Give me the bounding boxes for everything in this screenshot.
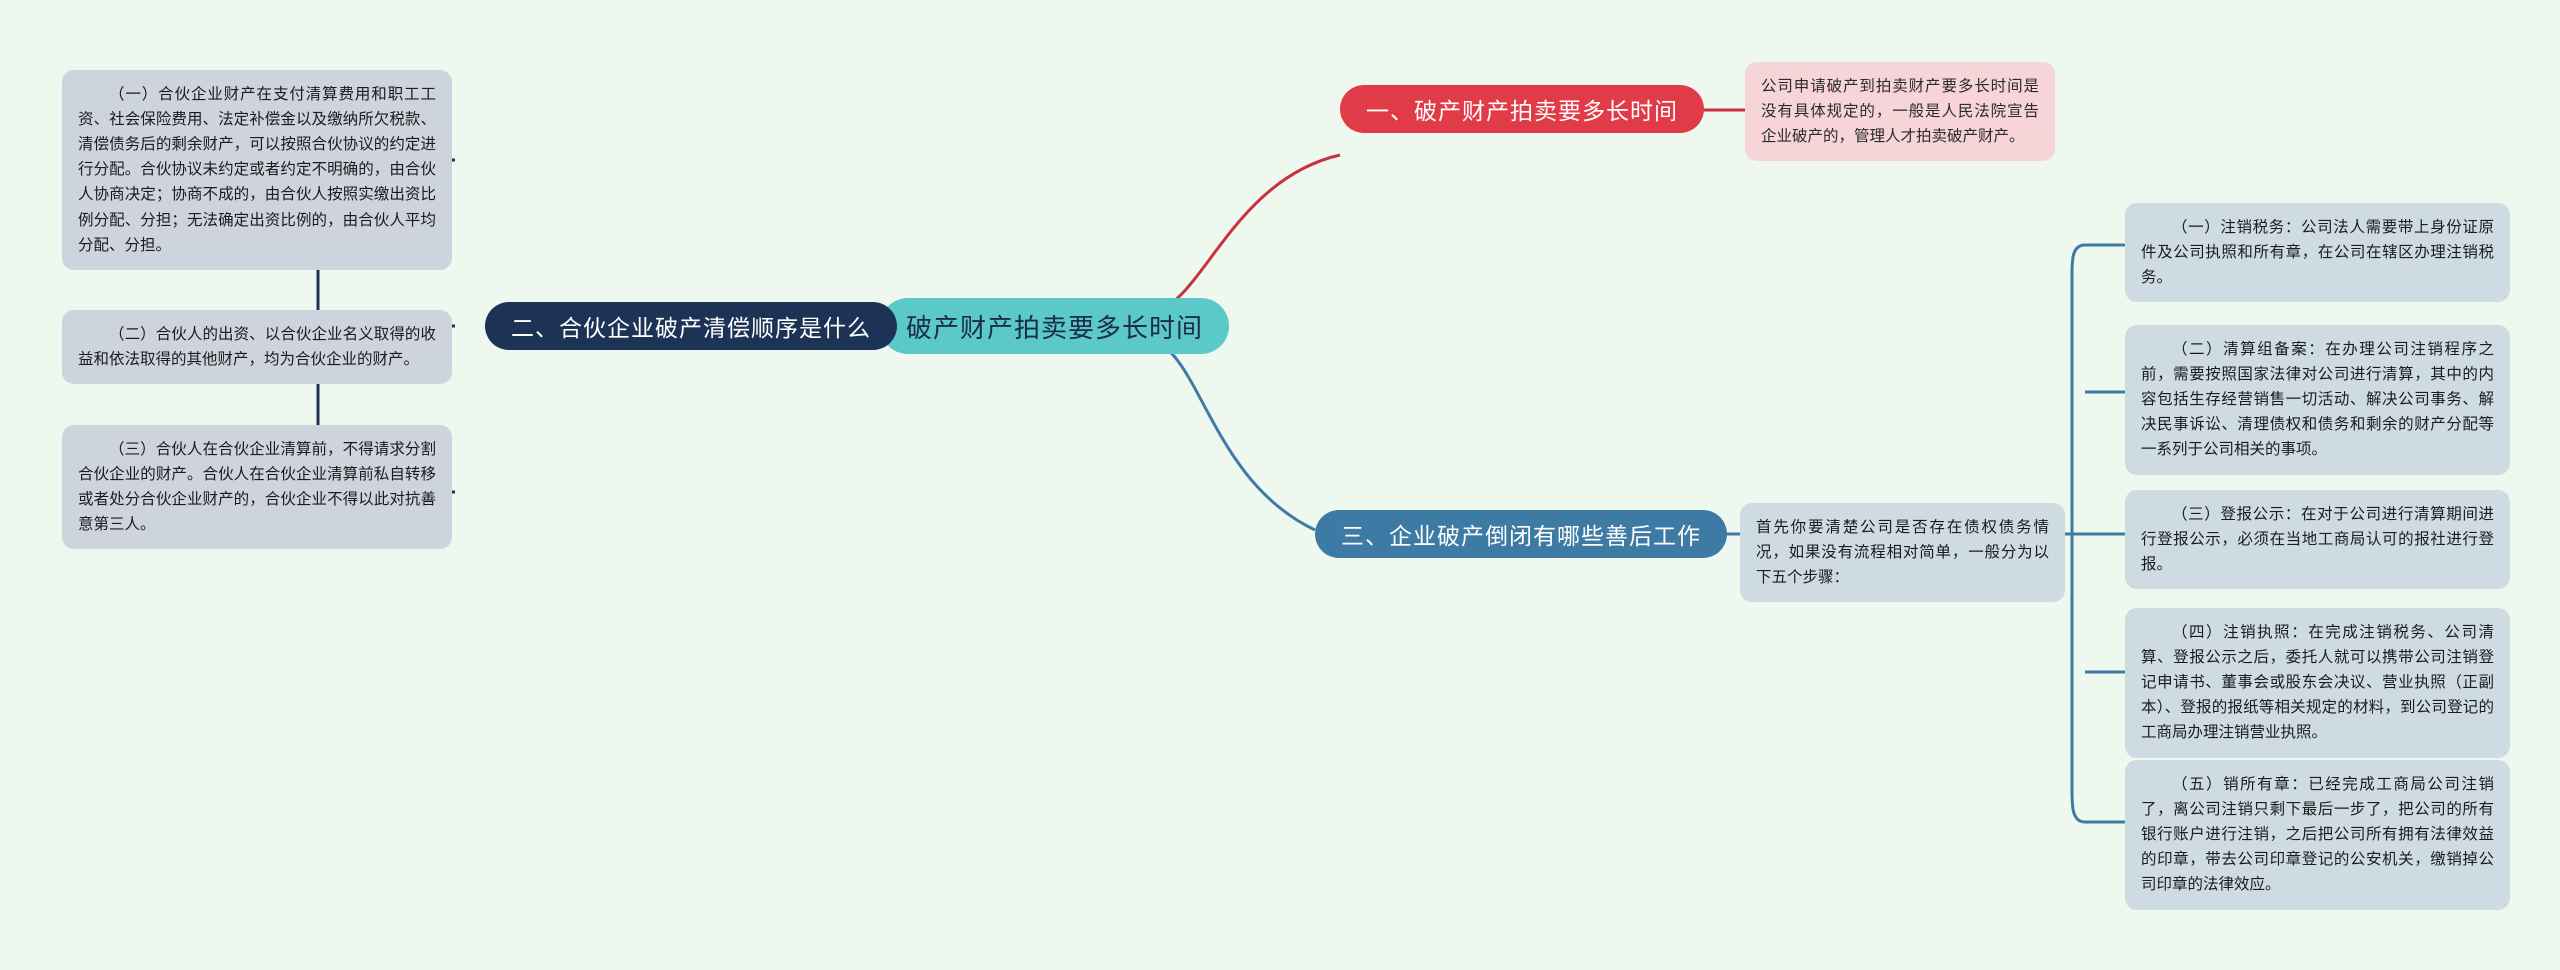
branch-three-intro-box[interactable]: 首先你要清楚公司是否存在债权债务情况，如果没有流程相对简单，一般分为以下五个步骤…	[1740, 503, 2065, 603]
branch-two-item-1[interactable]: （一）合伙企业财产在支付清算费用和职工工资、社会保险费用、法定补偿金以及缴纳所欠…	[62, 70, 452, 270]
branch-node-two-label: 二、合伙企业破产清偿顺序是什么	[511, 316, 871, 342]
branch-two-item-2-text: （二）合伙人的出资、以合伙企业名义取得的收益和依法取得的其他财产，均为合伙企业的…	[78, 325, 436, 369]
branch-node-three[interactable]: 三、企业破产倒闭有哪些善后工作	[1315, 510, 1727, 558]
branch-three-intro-text: 首先你要清楚公司是否存在债权债务情况，如果没有流程相对简单，一般分为以下五个步骤…	[1756, 518, 2049, 587]
branch-three-step-4[interactable]: （四）注销执照：在完成注销税务、公司清算、登报公示之后，委托人就可以携带公司注销…	[2125, 608, 2510, 758]
branch-three-step-3[interactable]: （三）登报公示：在对于公司进行清算期间进行登报公示，必须在当地工商局认可的报社进…	[2125, 490, 2510, 590]
branch-three-step-5-text: （五）销所有章：已经完成工商局公司注销了，离公司注销只剩下最后一步了，把公司的所…	[2141, 775, 2494, 894]
center-node-label: 破产财产拍卖要多长时间	[906, 313, 1204, 344]
branch-three-step-5[interactable]: （五）销所有章：已经完成工商局公司注销了，离公司注销只剩下最后一步了，把公司的所…	[2125, 760, 2510, 910]
branch-three-step-4-text: （四）注销执照：在完成注销税务、公司清算、登报公示之后，委托人就可以携带公司注销…	[2141, 623, 2494, 742]
center-node[interactable]: 破产财产拍卖要多长时间	[880, 298, 1230, 354]
branch-three-step-1[interactable]: （一）注销税务：公司法人需要带上身份证原件及公司执照和所有章，在公司在辖区办理注…	[2125, 203, 2510, 303]
branch-one-detail-box[interactable]: 公司申请破产到拍卖财产要多长时间是没有具体规定的，一般是人民法院宣告企业破产的，…	[1745, 62, 2055, 162]
branch-node-two[interactable]: 二、合伙企业破产清偿顺序是什么	[485, 302, 897, 350]
branch-two-item-3-text: （三）合伙人在合伙企业清算前，不得请求分割合伙企业的财产。合伙人在合伙企业清算前…	[78, 440, 436, 534]
branch-node-one[interactable]: 一、破产财产拍卖要多长时间	[1340, 85, 1704, 133]
branch-one-detail-text: 公司申请破产到拍卖财产要多长时间是没有具体规定的，一般是人民法院宣告企业破产的，…	[1761, 77, 2039, 146]
branch-three-step-3-text: （三）登报公示：在对于公司进行清算期间进行登报公示，必须在当地工商局认可的报社进…	[2141, 505, 2494, 574]
branch-two-item-2[interactable]: （二）合伙人的出资、以合伙企业名义取得的收益和依法取得的其他财产，均为合伙企业的…	[62, 310, 452, 385]
branch-three-step-2-text: （二）清算组备案：在办理公司注销程序之前，需要按照国家法律对公司进行清算，其中的…	[2141, 340, 2494, 459]
branch-three-step-1-text: （一）注销税务：公司法人需要带上身份证原件及公司执照和所有章，在公司在辖区办理注…	[2141, 218, 2494, 287]
branch-node-three-label: 三、企业破产倒闭有哪些善后工作	[1341, 524, 1701, 550]
branch-node-one-label: 一、破产财产拍卖要多长时间	[1366, 99, 1678, 125]
branch-two-item-3[interactable]: （三）合伙人在合伙企业清算前，不得请求分割合伙企业的财产。合伙人在合伙企业清算前…	[62, 425, 452, 550]
branch-two-item-1-text: （一）合伙企业财产在支付清算费用和职工工资、社会保险费用、法定补偿金以及缴纳所欠…	[78, 85, 436, 254]
branch-three-step-2[interactable]: （二）清算组备案：在办理公司注销程序之前，需要按照国家法律对公司进行清算，其中的…	[2125, 325, 2510, 475]
